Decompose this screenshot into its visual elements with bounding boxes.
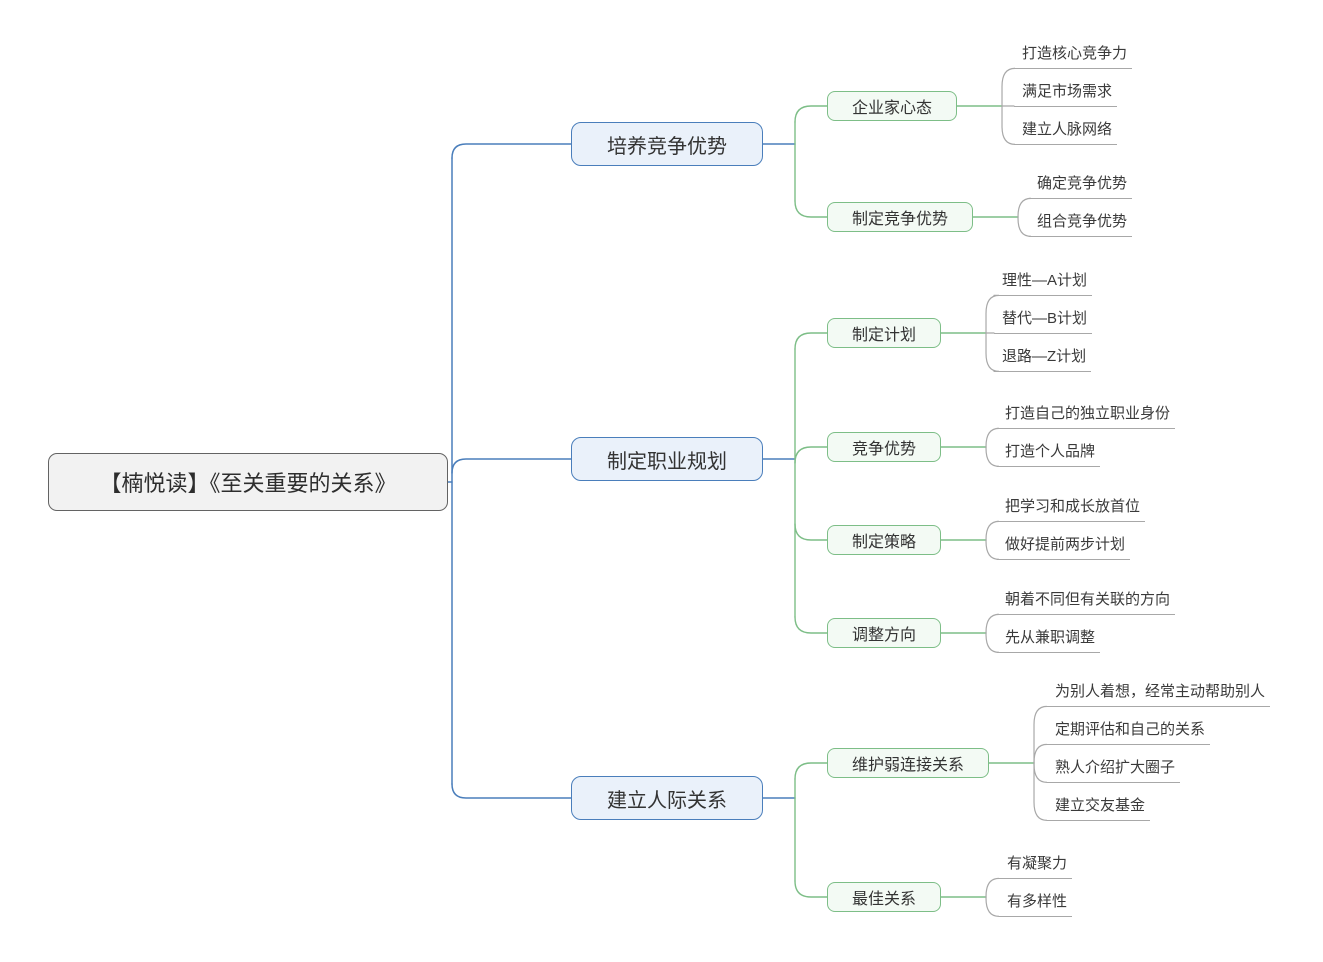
leaf-topic-0-0-0[interactable]: 打造核心竞争力 [1014, 41, 1133, 69]
leaf-topic-0-0-2[interactable]: 建立人脉网络 [1014, 117, 1118, 145]
main-topic-1[interactable]: 制定职业规划 [571, 437, 763, 481]
main-topic-2[interactable]: 建立人际关系 [571, 776, 763, 820]
sub-topic-0-0[interactable]: 企业家心态 [827, 91, 958, 121]
leaf-topic-2-0-1[interactable]: 定期评估和自己的关系 [1047, 717, 1211, 745]
leaf-topic-1-0-2[interactable]: 退路—Z计划 [994, 344, 1092, 372]
leaf-topic-1-1-0[interactable]: 打造自己的独立职业身份 [997, 401, 1176, 429]
leaf-topic-1-1-1[interactable]: 打造个人品牌 [997, 439, 1101, 467]
leaf-topic-0-0-1[interactable]: 满足市场需求 [1014, 79, 1118, 107]
leaf-topic-2-0-3[interactable]: 建立交友基金 [1047, 793, 1151, 821]
leaf-topic-2-1-1[interactable]: 有多样性 [999, 889, 1073, 917]
leaf-topic-1-2-1[interactable]: 做好提前两步计划 [997, 532, 1131, 560]
central-topic[interactable]: 【楠悦读】《至关重要的关系》 [48, 453, 448, 511]
leaf-topic-1-3-1[interactable]: 先从兼职调整 [997, 625, 1101, 653]
leaf-topic-1-0-1[interactable]: 替代—B计划 [994, 306, 1093, 334]
sub-topic-1-1[interactable]: 竞争优势 [827, 432, 942, 462]
leaf-topic-0-1-1[interactable]: 组合竞争优势 [1029, 209, 1133, 237]
sub-topic-2-0[interactable]: 维护弱连接关系 [827, 748, 990, 778]
sub-topic-1-3[interactable]: 调整方向 [827, 618, 942, 648]
sub-topic-1-2[interactable]: 制定策略 [827, 525, 942, 555]
sub-topic-0-1[interactable]: 制定竞争优势 [827, 202, 974, 232]
leaf-topic-2-0-2[interactable]: 熟人介绍扩大圈子 [1047, 755, 1181, 783]
leaf-topic-1-3-0[interactable]: 朝着不同但有关联的方向 [997, 587, 1176, 615]
sub-topic-2-1[interactable]: 最佳关系 [827, 882, 942, 912]
leaf-topic-2-0-0[interactable]: 为别人着想，经常主动帮助别人 [1047, 679, 1271, 707]
leaf-topic-0-1-0[interactable]: 确定竞争优势 [1029, 171, 1133, 199]
sub-topic-1-0[interactable]: 制定计划 [827, 318, 942, 348]
leaf-topic-1-2-0[interactable]: 把学习和成长放首位 [997, 494, 1146, 522]
leaf-topic-1-0-0[interactable]: 理性—A计划 [994, 268, 1093, 296]
main-topic-0[interactable]: 培养竞争优势 [571, 122, 763, 166]
leaf-topic-2-1-0[interactable]: 有凝聚力 [999, 851, 1073, 879]
